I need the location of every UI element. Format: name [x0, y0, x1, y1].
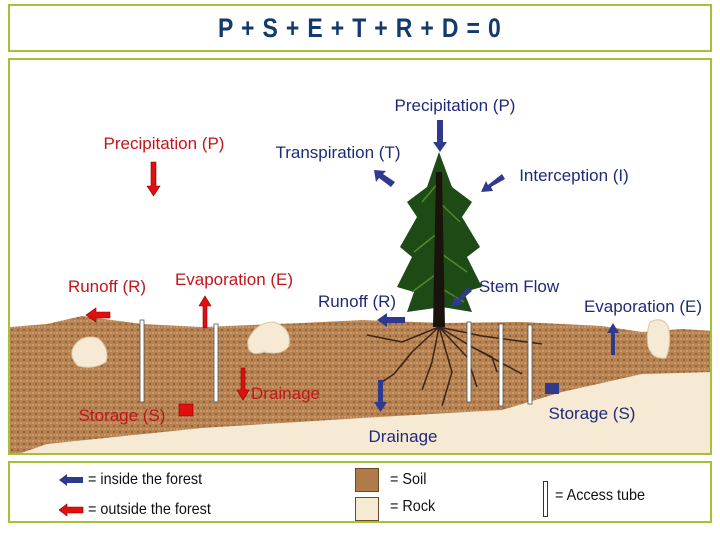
- access-tube: [139, 319, 145, 403]
- outside-storage-label: Storage (S): [79, 406, 166, 425]
- outside-precipitation-arrow: [146, 161, 161, 197]
- outside-runoff-arrow: [85, 307, 111, 323]
- tree-roots: [366, 326, 543, 407]
- access-tube-swatch: [543, 481, 548, 517]
- boulder: [646, 319, 671, 359]
- inside-runoff-arrow: [377, 313, 405, 327]
- inside-runoff-label: Runoff (R): [318, 292, 396, 311]
- conifer-tree: [397, 152, 482, 327]
- water-balance-equation: P + S + E + T + R + D = 0: [218, 12, 502, 43]
- interception-arrow: [481, 174, 505, 192]
- red-arrow-icon: [59, 503, 84, 517]
- access-tubes: [139, 319, 533, 407]
- rock-swatch: [355, 497, 379, 521]
- outside-evaporation-label: Evaporation (E): [175, 270, 293, 289]
- soil-swatch: [355, 468, 379, 492]
- access-tube: [498, 323, 504, 407]
- inside-precipitation-arrow: [433, 120, 447, 152]
- legend-tube-label: = Access tube: [555, 487, 646, 504]
- legend-rock-label: = Rock: [390, 498, 436, 515]
- outside-drainage-label: Drainage: [251, 384, 320, 403]
- legend-inside-label: = inside the forest: [88, 471, 203, 488]
- outside-evaporation-arrow: [198, 295, 212, 329]
- transpiration-label: Transpiration (T): [275, 143, 400, 162]
- equation-banner: P + S + E + T + R + D = 0: [8, 4, 712, 52]
- blue-arrow-icon: [59, 474, 83, 486]
- access-tube: [213, 323, 219, 403]
- rock-layer: [21, 372, 710, 453]
- inside-storage-marker: [545, 383, 559, 394]
- water-balance-diagram: Precipitation (P) Runoff (R) Evaporation…: [8, 58, 712, 455]
- inside-drainage-arrow: [374, 380, 387, 412]
- inside-storage-label: Storage (S): [549, 404, 636, 423]
- inside-evaporation-label: Evaporation (E): [584, 297, 702, 316]
- inside-drainage-label: Drainage: [369, 427, 438, 446]
- boulder: [71, 336, 108, 368]
- outside-storage-marker: [178, 403, 194, 417]
- outside-runoff-label: Runoff (R): [68, 277, 146, 296]
- boulder: [247, 321, 290, 354]
- transpiration-arrow: [374, 170, 395, 187]
- interception-label: Interception (I): [519, 166, 629, 185]
- legend-outside-label: = outside the forest: [88, 501, 211, 518]
- access-tube: [466, 321, 472, 403]
- stem-flow-arrow: [451, 287, 472, 307]
- stem-flow-label: Stem Flow: [479, 277, 560, 296]
- legend-soil-label: = Soil: [390, 471, 427, 488]
- outside-drainage-arrow: [236, 367, 250, 401]
- access-tube: [527, 324, 533, 405]
- legend: = inside the forest = outside the forest…: [8, 461, 712, 523]
- diagram-canvas: Precipitation (P) Runoff (R) Evaporation…: [10, 96, 710, 453]
- inside-precipitation-label: Precipitation (P): [395, 96, 516, 115]
- inside-evaporation-arrow: [607, 323, 619, 355]
- outside-precipitation-label: Precipitation (P): [104, 134, 225, 153]
